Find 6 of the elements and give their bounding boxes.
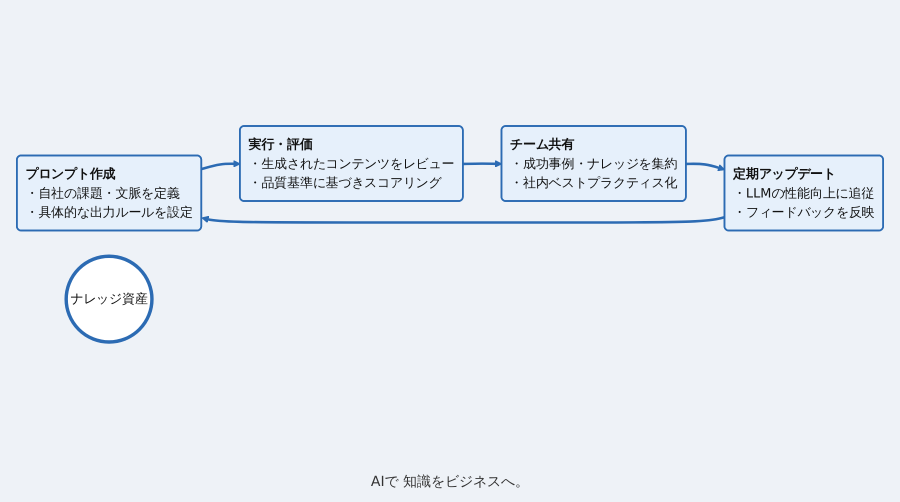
arrow (201, 160, 241, 170)
arrow (201, 216, 726, 224)
arrow (463, 160, 502, 168)
arrow (686, 162, 726, 172)
node-circle: ナレッジ資産 (64, 254, 154, 344)
tagline-text: AIで 知識をビジネスへ。 (370, 473, 530, 491)
